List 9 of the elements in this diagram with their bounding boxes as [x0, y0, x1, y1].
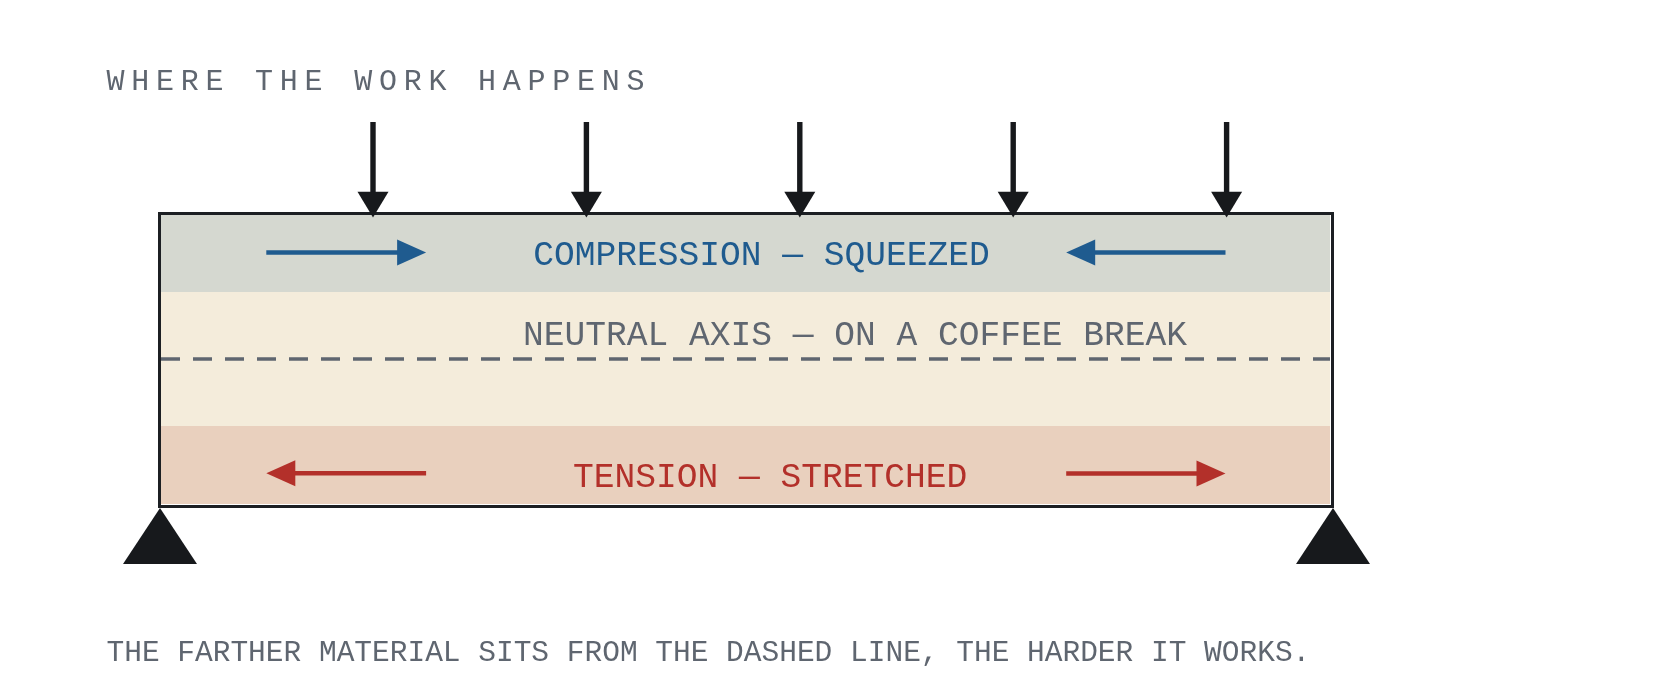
title: WHERE THE WORK HAPPENS [106, 66, 652, 97]
band-label: NEUTRAL AXIS — ON A COFFEE BREAK [523, 318, 1188, 354]
neutral-band [161, 292, 1330, 426]
tension-band [161, 426, 1330, 504]
beam [158, 212, 1334, 508]
compression-band [161, 215, 1330, 292]
band-label: TENSION — STRETCHED [572, 460, 968, 496]
caption: THE FARTHER MATERIAL SITS FROM THE DASHED LINE, THE HARDER IT WORKS. [106, 638, 1311, 669]
band-label: COMPRESSION — SQUEEZED [533, 239, 990, 274]
